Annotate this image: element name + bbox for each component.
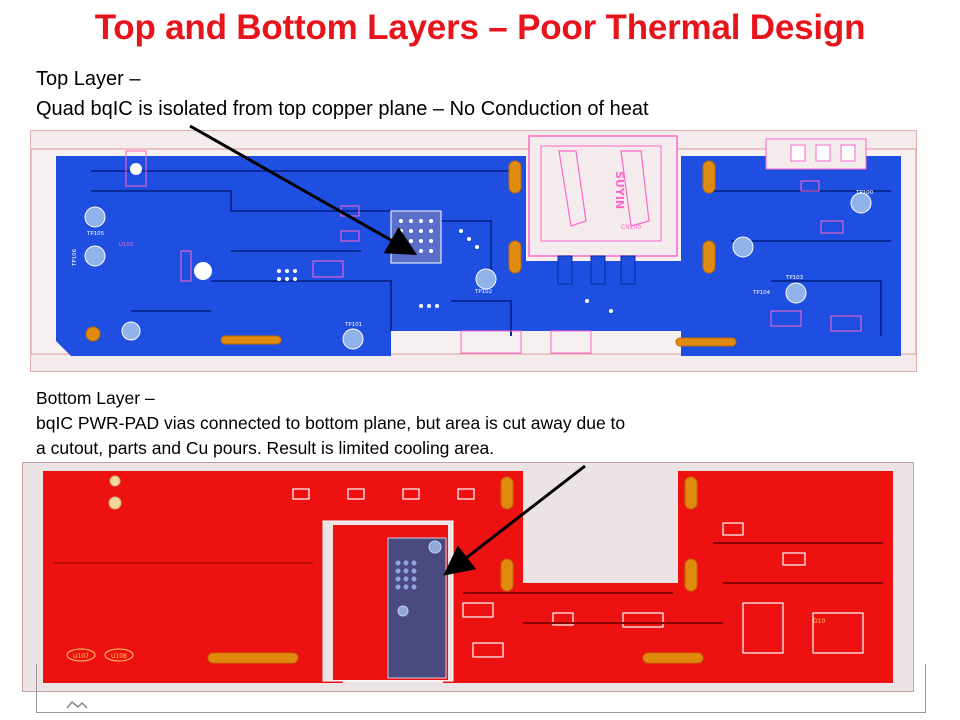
bottom-label-2: U108 xyxy=(111,653,127,660)
bottom-layer-description-line2: a cutout, parts and Cu pours. Result is … xyxy=(36,438,495,458)
top-layer-description: Quad bqIC is isolated from top copper pl… xyxy=(36,98,649,120)
tp104-label: TP104 xyxy=(752,290,771,296)
bottom-layer-pcb-drawing: U107 U108 D10 xyxy=(23,463,913,691)
connector-label: SUYIN xyxy=(613,171,626,209)
slide-title: Top and Bottom Layers – Poor Thermal Des… xyxy=(94,8,866,47)
top-layer-heading: Top Layer – xyxy=(36,68,141,90)
bottom-label-3: D10 xyxy=(813,618,825,625)
bottom-layer-pcb-image: U107 U108 D10 xyxy=(22,462,914,692)
bottom-layer-note: Bottom Layer – bqIC PWR-PAD vias connect… xyxy=(36,386,625,461)
top-layer-note: Top Layer – Quad bqIC is isolated from t… xyxy=(36,64,649,124)
tp106-label: TP106 xyxy=(72,248,78,267)
tp102-label: TP102 xyxy=(474,289,492,295)
tp101-label: TP101 xyxy=(344,322,362,328)
top-layer-pcb-image: SUYIN CN100 xyxy=(30,130,917,372)
bottom-layer-heading: Bottom Layer – xyxy=(36,388,155,408)
tp103-label: TP103 xyxy=(785,275,804,281)
company-logo-icon xyxy=(66,700,88,709)
u105-label: U105 xyxy=(119,242,134,248)
cn100-label: CN100 xyxy=(621,224,641,231)
bottom-label-1: U107 xyxy=(73,653,89,660)
bottom-layer-description-line1: bqIC PWR-PAD vias connected to bottom pl… xyxy=(36,413,626,433)
footer-frame xyxy=(36,664,926,713)
tp105-label: TP105 xyxy=(86,231,105,237)
tp100-label: TP100 xyxy=(855,190,874,196)
top-layer-pcb-drawing: SUYIN CN100 xyxy=(31,135,916,356)
